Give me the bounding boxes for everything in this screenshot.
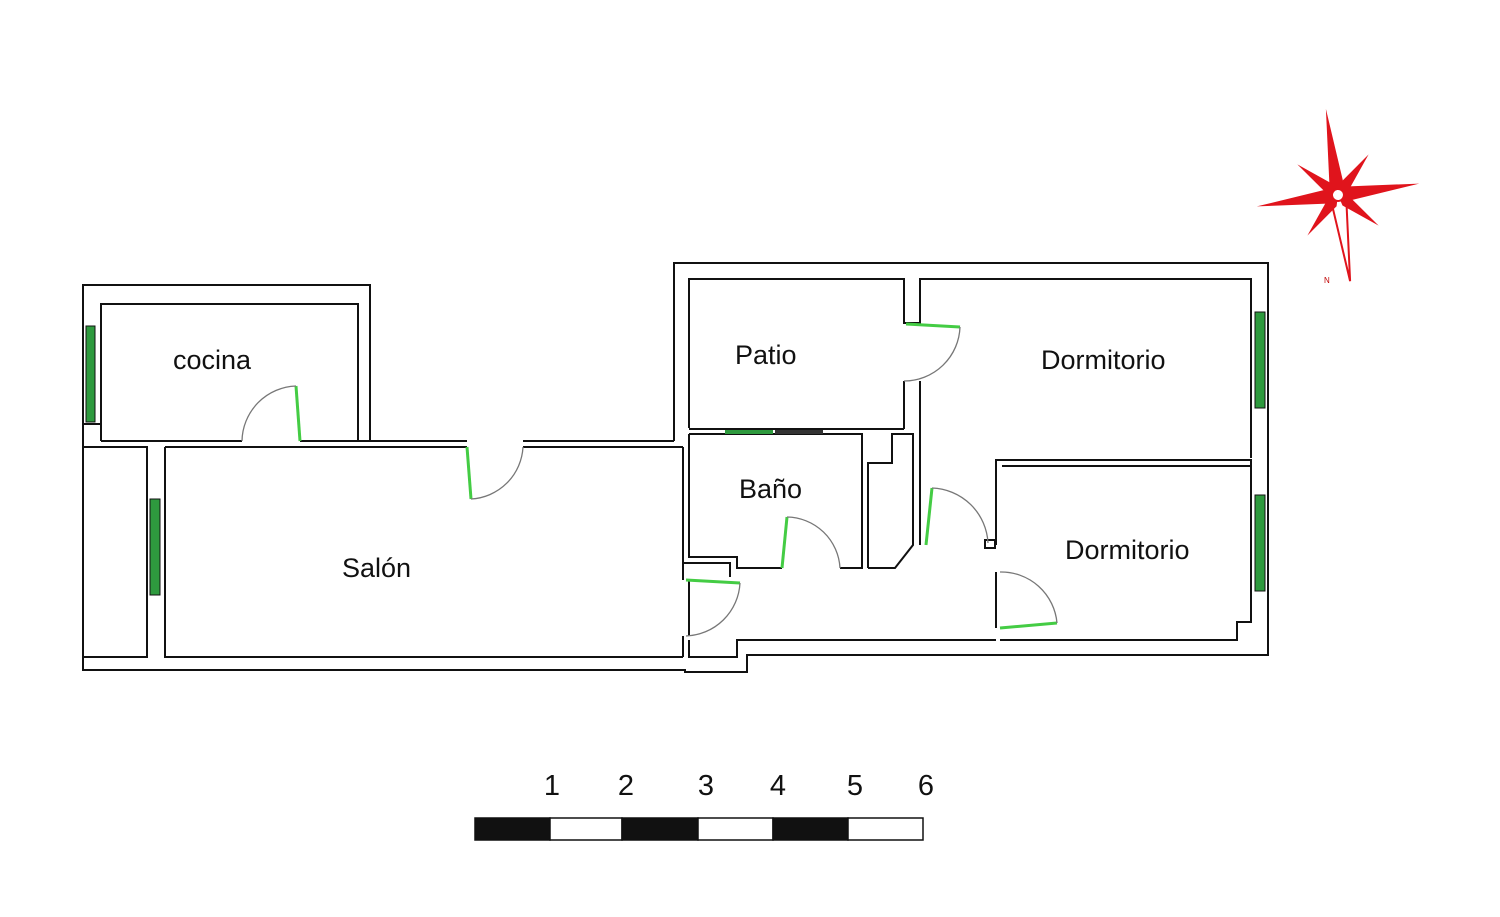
window-dormitorio-2 xyxy=(1254,494,1266,592)
room-label-dormitorio-2: Dormitorio xyxy=(1065,535,1190,565)
window-patio-bano-dark xyxy=(775,430,823,434)
window-salon xyxy=(149,498,161,596)
door-entrance-swing xyxy=(685,582,741,637)
compass-rose xyxy=(1256,108,1420,282)
scale-label-1: 1 xyxy=(543,770,561,802)
window-patio-bano xyxy=(725,430,773,434)
room-label-dormitorio-1: Dormitorio xyxy=(1041,345,1166,375)
walls xyxy=(82,262,1269,673)
door-patio-swing xyxy=(903,326,961,382)
room-label-bano: Baño xyxy=(739,474,803,504)
window-dormitorio-1 xyxy=(1254,311,1266,409)
door-dormitorio-2-leaf xyxy=(999,621,1058,630)
room-label-salon: Salón xyxy=(342,553,412,583)
door-salon-swing xyxy=(470,446,524,500)
doors xyxy=(241,322,1058,637)
room-label-cocina: cocina xyxy=(173,345,252,375)
scale-label-6: 6 xyxy=(917,770,935,802)
scale-label-2: 2 xyxy=(617,770,635,802)
door-cocina-leaf xyxy=(294,385,302,442)
door-patio-leaf xyxy=(905,322,961,329)
compass-north-label: N xyxy=(1324,276,1330,285)
scale-bar xyxy=(474,817,924,841)
window-cocina xyxy=(85,325,96,423)
door-dormitorio-1-swing xyxy=(931,487,989,544)
room-label-patio: Patio xyxy=(735,340,797,370)
scale-label-3: 3 xyxy=(697,770,715,802)
door-bano-swing xyxy=(786,516,841,569)
door-salon-leaf xyxy=(465,446,473,500)
door-bano-leaf xyxy=(780,516,789,569)
door-dormitorio-2-swing xyxy=(999,571,1058,624)
scale-label-5: 5 xyxy=(846,770,864,802)
scale-label-4: 4 xyxy=(769,770,787,802)
door-cocina-swing xyxy=(241,385,297,442)
door-dormitorio-1-leaf xyxy=(924,487,934,546)
door-entrance-leaf xyxy=(685,578,741,585)
windows xyxy=(85,311,1266,596)
